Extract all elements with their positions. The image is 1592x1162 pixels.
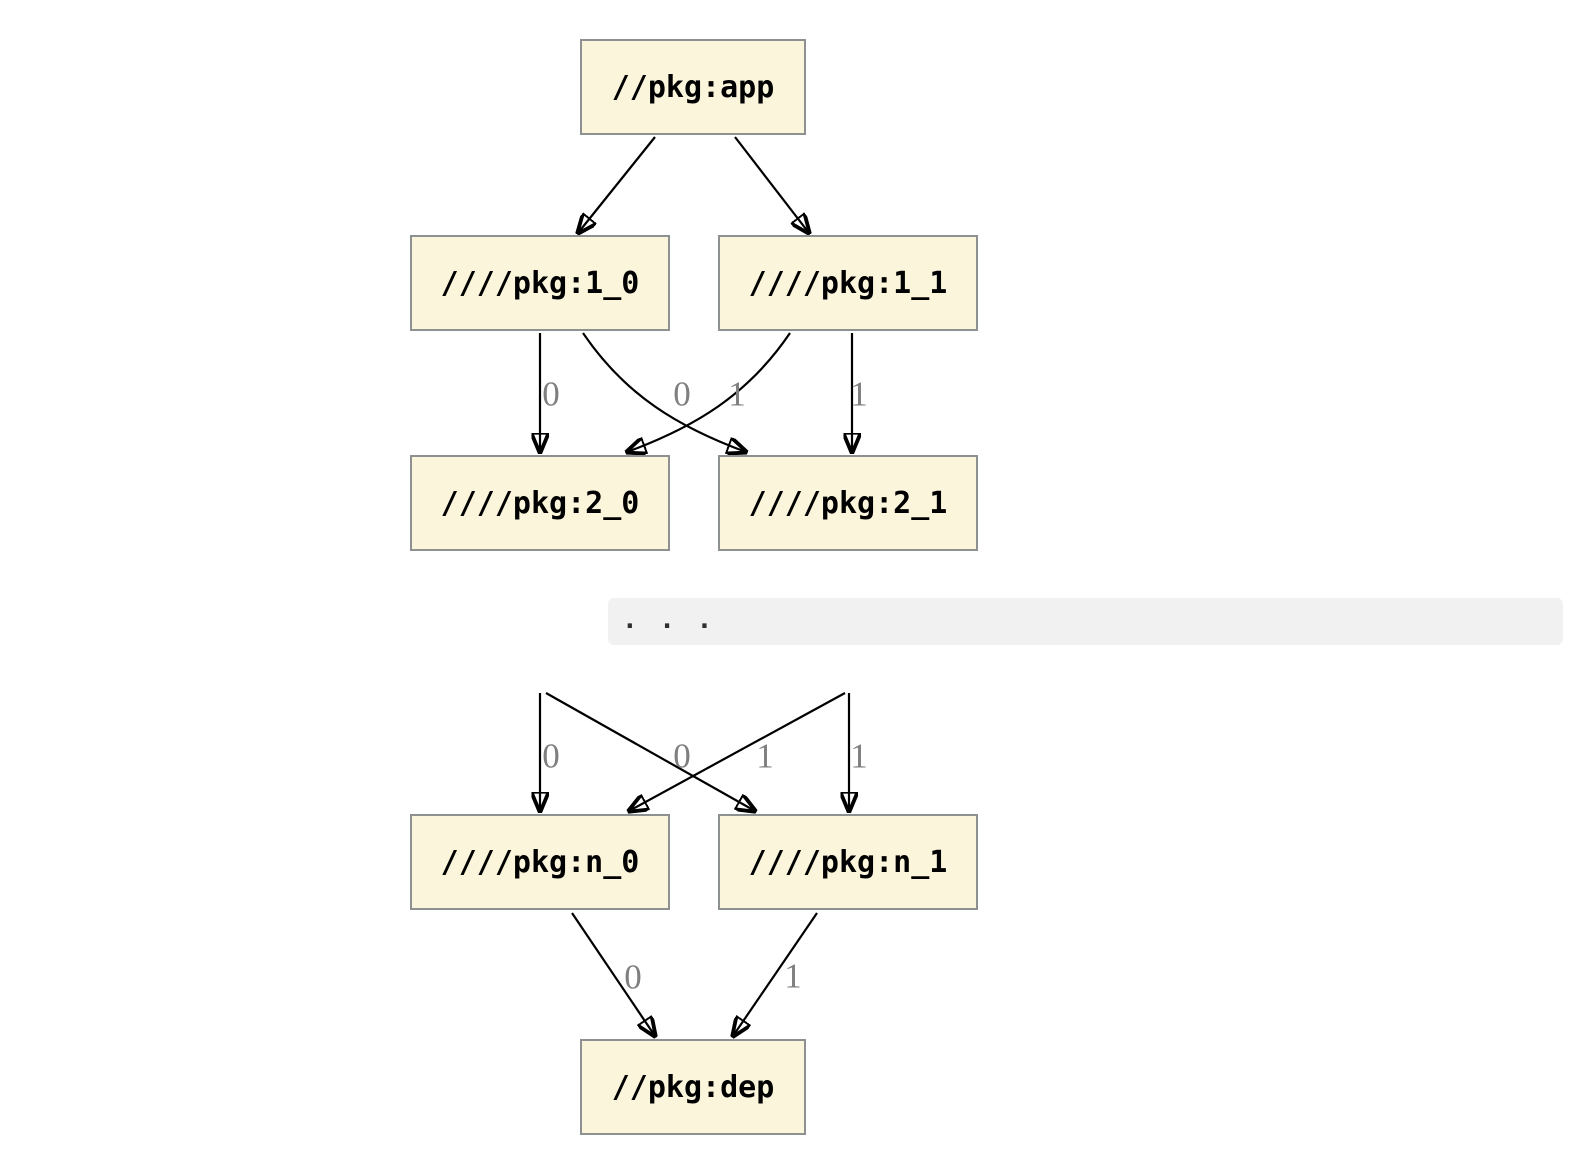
edge-label: 0 bbox=[673, 374, 691, 414]
edge-1-1-to-2-0 bbox=[627, 332, 791, 452]
node-pkg-app: //pkg:app bbox=[580, 39, 806, 135]
edge-app-to-1-1 bbox=[734, 136, 809, 233]
node-pkg-2-1: ////pkg:2_1 bbox=[718, 455, 978, 551]
edge-label: 0 bbox=[542, 736, 560, 776]
edge-label: 1 bbox=[850, 736, 868, 776]
node-label: ////pkg:2_0 bbox=[440, 485, 640, 521]
ellipsis-text: . . . bbox=[622, 605, 716, 635]
edge-n-0-to-dep bbox=[571, 912, 655, 1036]
node-label: //pkg:dep bbox=[611, 1069, 775, 1105]
edge-elided-to-n-1-a bbox=[545, 692, 755, 811]
node-pkg-1-0: ////pkg:1_0 bbox=[410, 235, 670, 331]
edge-label: 0 bbox=[542, 374, 560, 414]
edge-label: 1 bbox=[850, 374, 868, 414]
node-pkg-n-0: ////pkg:n_0 bbox=[410, 814, 670, 910]
edge-n-1-to-dep bbox=[733, 912, 818, 1036]
node-pkg-2-0: ////pkg:2_0 bbox=[410, 455, 670, 551]
edge-label: 1 bbox=[756, 736, 774, 776]
edge-label: 0 bbox=[673, 736, 691, 776]
node-pkg-n-1: ////pkg:n_1 bbox=[718, 814, 978, 910]
edge-label: 0 bbox=[624, 957, 642, 997]
node-pkg-dep: //pkg:dep bbox=[580, 1039, 806, 1135]
elided-levels-band: . . . bbox=[608, 598, 1563, 645]
node-label: ////pkg:2_1 bbox=[748, 485, 948, 521]
node-label: ////pkg:1_0 bbox=[440, 265, 640, 301]
edge-app-to-1-0 bbox=[578, 136, 656, 233]
node-label: ////pkg:n_1 bbox=[748, 844, 948, 880]
edge-1-0-to-2-1 bbox=[582, 332, 746, 452]
node-label: //pkg:app bbox=[611, 69, 775, 105]
node-label: ////pkg:n_0 bbox=[440, 844, 640, 880]
edge-label: 1 bbox=[728, 374, 746, 414]
edge-elided-to-n-0-b bbox=[629, 692, 846, 811]
node-label: ////pkg:1_1 bbox=[748, 265, 948, 301]
edge-label: 1 bbox=[784, 956, 802, 996]
node-pkg-1-1: ////pkg:1_1 bbox=[718, 235, 978, 331]
